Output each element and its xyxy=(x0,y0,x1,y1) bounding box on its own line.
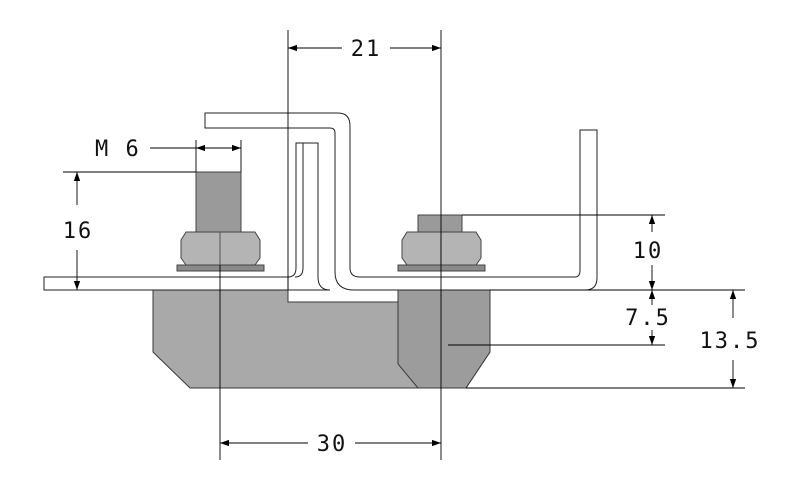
dim-nut-height: 10 xyxy=(633,239,664,264)
dim-thread: M 6 xyxy=(95,137,141,162)
dim-bottom-spacing: 30 xyxy=(317,432,348,457)
dim-bolt-height: 16 xyxy=(63,219,94,244)
dim-rail-offset: 7.5 xyxy=(625,306,671,331)
slot-strap-inner xyxy=(294,143,304,278)
dim-top-spacing: 21 xyxy=(351,37,382,62)
right-bolt-head xyxy=(417,214,463,233)
right-washer xyxy=(397,264,486,272)
left-bolt-shank xyxy=(195,171,242,234)
slot-strap xyxy=(287,142,331,291)
dim-block-height: 13.5 xyxy=(700,329,761,354)
j-bracket xyxy=(204,112,598,291)
base-plate xyxy=(43,276,289,291)
base-block-right-face xyxy=(397,289,491,389)
left-washer xyxy=(176,264,265,272)
